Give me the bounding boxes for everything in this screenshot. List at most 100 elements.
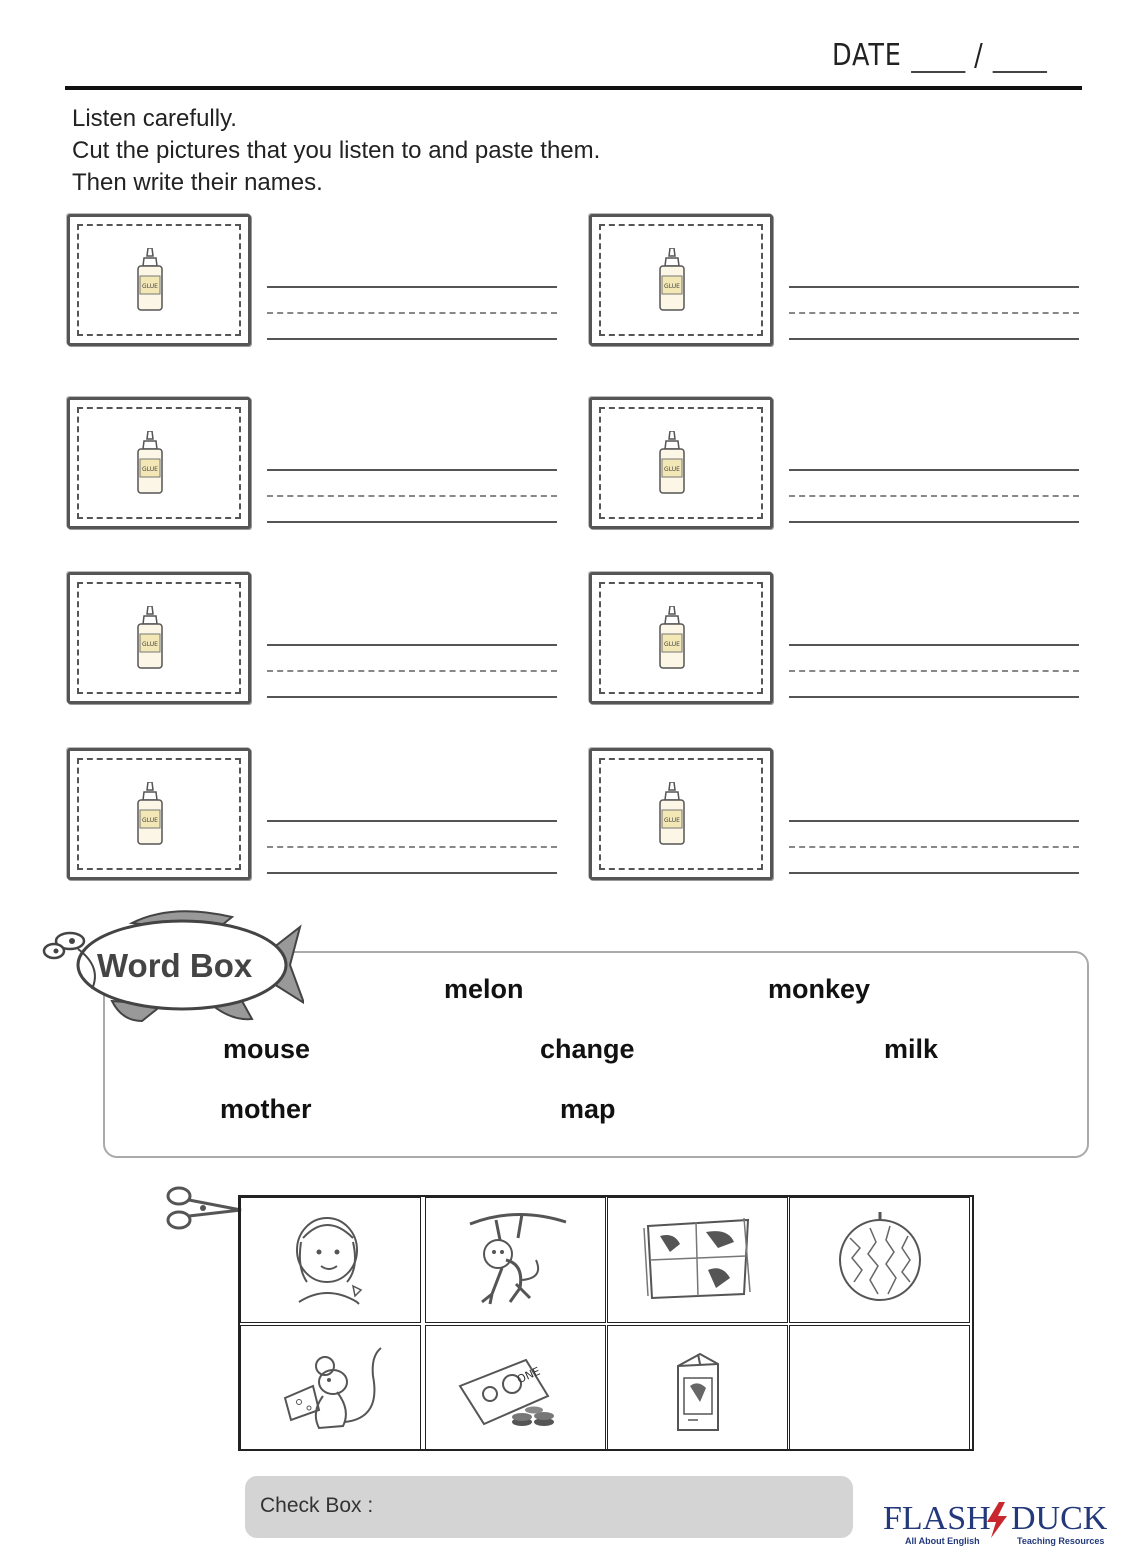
paste-box[interactable]: GLUE xyxy=(589,748,773,880)
glue-icon: GLUE xyxy=(137,606,163,669)
glue-label: GLUE xyxy=(142,466,158,473)
glue-label: GLUE xyxy=(664,817,680,824)
writing-line-middle xyxy=(267,495,557,497)
word-change: change xyxy=(540,1034,635,1064)
paste-box[interactable]: GLUE xyxy=(589,572,773,704)
header-rule xyxy=(65,86,1082,90)
monkey-icon xyxy=(469,1213,567,1305)
writing-lines[interactable] xyxy=(267,644,557,700)
glue-label: GLUE xyxy=(142,283,158,290)
paste-box[interactable]: GLUE xyxy=(67,572,251,704)
melon-icon xyxy=(839,1212,921,1301)
writing-line-bottom xyxy=(789,521,1079,523)
instruction-line: Listen carefully. xyxy=(72,105,237,132)
writing-lines[interactable] xyxy=(789,820,1079,876)
picture-cell[interactable] xyxy=(240,1325,421,1451)
glue-icon: GLUE xyxy=(137,248,163,311)
writing-line-middle xyxy=(267,312,557,314)
logo-tagline-right: Teaching Resources xyxy=(1017,1536,1105,1546)
instruction-line: Cut the pictures that you listen to and … xyxy=(72,137,601,164)
glue-icon: GLUE xyxy=(659,606,685,669)
paste-box-dashed-border xyxy=(77,758,241,870)
writing-line-bottom xyxy=(267,872,557,874)
check-box-label: Check Box : xyxy=(260,1494,374,1517)
paste-box-dashed-border xyxy=(77,582,241,694)
picture-cell[interactable] xyxy=(607,1325,788,1451)
writing-line-top xyxy=(789,644,1079,646)
writing-line-middle xyxy=(267,846,557,848)
word-melon: melon xyxy=(444,974,524,1004)
writing-line-middle xyxy=(267,670,557,672)
picture-cell[interactable] xyxy=(607,1197,788,1323)
picture-cell[interactable] xyxy=(240,1197,421,1323)
writing-line-middle xyxy=(789,495,1079,497)
date-label: DATE xyxy=(832,38,902,73)
glue-label: GLUE xyxy=(664,641,680,648)
paste-box-dashed-border xyxy=(77,224,241,336)
writing-line-top xyxy=(267,286,557,288)
map-icon xyxy=(643,1217,751,1300)
mother-icon xyxy=(296,1217,363,1305)
writing-line-middle xyxy=(789,846,1079,848)
writing-lines[interactable] xyxy=(789,644,1079,700)
glue-icon: GLUE xyxy=(659,248,685,311)
writing-lines[interactable] xyxy=(789,286,1079,342)
writing-lines[interactable] xyxy=(267,820,557,876)
paste-box[interactable]: GLUE xyxy=(67,748,251,880)
paste-box[interactable]: GLUE xyxy=(67,214,251,346)
picture-cell-empty[interactable] xyxy=(789,1325,970,1451)
paste-box-dashed-border xyxy=(599,758,763,870)
glue-label: GLUE xyxy=(142,817,158,824)
check-box[interactable] xyxy=(245,1476,853,1538)
paste-box[interactable]: GLUE xyxy=(67,397,251,529)
writing-line-bottom xyxy=(789,696,1079,698)
writing-line-bottom xyxy=(267,338,557,340)
writing-lines[interactable] xyxy=(267,286,557,342)
writing-line-top xyxy=(267,469,557,471)
paste-box-dashed-border xyxy=(599,224,763,336)
word-box-title: Word Box xyxy=(97,947,253,984)
date-separator: / xyxy=(974,38,984,73)
picture-cell[interactable]: ONE xyxy=(425,1325,606,1451)
word-monkey: monkey xyxy=(768,974,871,1004)
writing-line-bottom xyxy=(789,338,1079,340)
date-day-blank[interactable] xyxy=(992,47,1047,73)
picture-cell[interactable] xyxy=(789,1197,970,1323)
writing-lines[interactable] xyxy=(267,469,557,525)
paste-box-dashed-border xyxy=(599,582,763,694)
writing-line-bottom xyxy=(267,521,557,523)
word-mother: mother xyxy=(220,1094,312,1124)
logo-tagline-left: All About English xyxy=(905,1536,980,1546)
writing-line-top xyxy=(267,644,557,646)
money-label: ONE xyxy=(515,1365,542,1387)
glue-icon: GLUE xyxy=(659,782,685,845)
date-month-blank[interactable] xyxy=(910,47,966,73)
picture-grid: ONE xyxy=(238,1195,974,1451)
paste-box-dashed-border xyxy=(77,407,241,519)
date-field: DATE / xyxy=(832,38,1047,73)
glue-label: GLUE xyxy=(664,283,680,290)
word-mouse: mouse xyxy=(223,1034,311,1064)
logo-name-left: FLASH xyxy=(883,1500,991,1537)
picture-cell[interactable] xyxy=(425,1197,606,1323)
writing-line-top xyxy=(789,469,1079,471)
writing-line-middle xyxy=(789,312,1079,314)
writing-line-bottom xyxy=(267,696,557,698)
glue-label: GLUE xyxy=(142,641,158,648)
paste-box[interactable]: GLUE xyxy=(589,397,773,529)
money-icon: ONE xyxy=(458,1358,554,1426)
glue-icon: GLUE xyxy=(659,431,685,494)
logo-name-right: DUCK xyxy=(1011,1500,1108,1537)
word-box xyxy=(103,951,1089,1158)
paste-box[interactable]: GLUE xyxy=(589,214,773,346)
flash-duck-logo: FLASH DUCK All About English Teaching Re… xyxy=(883,1500,1108,1548)
glue-label: GLUE xyxy=(664,466,680,473)
writing-lines[interactable] xyxy=(789,469,1079,525)
word-map: map xyxy=(560,1094,616,1124)
writing-line-top xyxy=(267,820,557,822)
lightning-icon xyxy=(987,1502,1007,1538)
instructions: Listen carefully. Cut the pictures that … xyxy=(72,103,600,199)
glue-icon: GLUE xyxy=(137,782,163,845)
writing-line-top xyxy=(789,820,1079,822)
word-milk: milk xyxy=(884,1034,939,1064)
